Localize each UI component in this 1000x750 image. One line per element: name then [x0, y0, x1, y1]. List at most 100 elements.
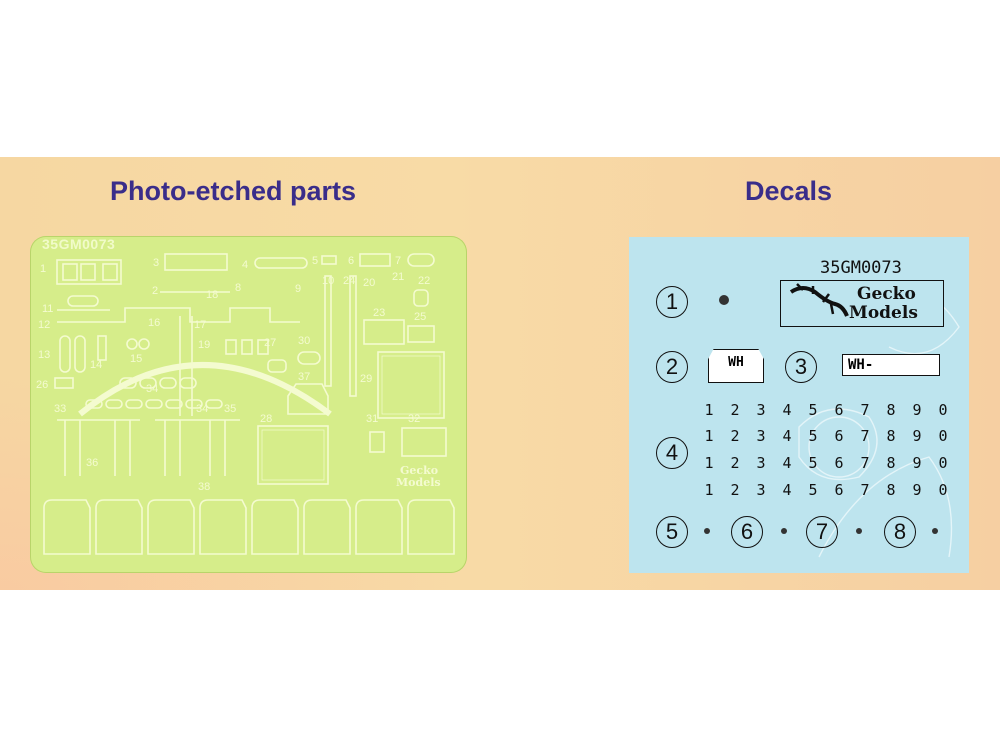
pe-num: 3	[153, 257, 159, 269]
digit: 0	[938, 401, 948, 419]
digit: 9	[912, 401, 922, 419]
photo-etched-sheet: 1 2 3 4 5 6 7 8 9 10 11 12 13 14 15 16 1…	[30, 236, 467, 573]
wh-plate-long: WH-	[842, 354, 940, 376]
marker-6: 6	[731, 516, 763, 548]
digit: 7	[860, 481, 870, 499]
pe-num: 24	[343, 275, 355, 287]
pe-num: 34	[196, 403, 208, 415]
pe-num: 8	[235, 282, 241, 294]
decal-dot-1	[719, 295, 729, 305]
pe-logo-line2: Models	[396, 476, 441, 489]
gecko-icon	[789, 283, 849, 317]
decal-watermark	[704, 290, 960, 558]
digit: 9	[912, 481, 922, 499]
part-6	[359, 253, 391, 267]
pe-num: 25	[414, 311, 426, 323]
pe-num: 30	[298, 335, 310, 347]
digit: 6	[834, 427, 844, 445]
pe-num: 12	[38, 319, 50, 331]
marker-4: 4	[656, 437, 688, 469]
decal-sheet-code: 35GM0073	[820, 258, 902, 278]
pe-num: 9	[295, 283, 301, 295]
marker-7: 7	[806, 516, 838, 548]
pe-num: 21	[392, 271, 404, 283]
digit: 9	[912, 427, 922, 445]
marker-3: 3	[785, 351, 817, 383]
pe-num: 23	[373, 307, 385, 319]
pe-num: 34	[146, 383, 158, 395]
pe-num: 10	[322, 275, 334, 287]
pe-num: 17	[194, 319, 206, 331]
pe-num: 38	[198, 481, 210, 493]
digit: 1	[704, 481, 714, 499]
pe-num: 15	[130, 353, 142, 365]
digit: 8	[886, 454, 896, 472]
digit: 5	[808, 401, 818, 419]
digit: 2	[730, 454, 740, 472]
part-12	[57, 307, 300, 323]
pe-num: 6	[348, 255, 354, 267]
digit: 4	[782, 454, 792, 472]
digit: 0	[938, 454, 948, 472]
pe-num: 2	[152, 285, 158, 297]
pe-num: 16	[148, 317, 160, 329]
marker-5: 5	[656, 516, 688, 548]
digit: 8	[886, 427, 896, 445]
pe-num: 27	[264, 337, 276, 349]
digit: 7	[860, 454, 870, 472]
pe-num: 1	[40, 263, 46, 275]
pe-num: 31	[366, 413, 378, 425]
part-25	[407, 325, 435, 343]
decal-logo-line2: Models	[849, 303, 918, 323]
digit: 2	[730, 481, 740, 499]
part-4	[254, 257, 308, 269]
pe-num: 11	[42, 303, 53, 315]
pe-num: 13	[38, 349, 50, 361]
pe-num: 29	[360, 373, 372, 385]
part-3	[164, 253, 228, 271]
digit: 8	[886, 481, 896, 499]
pe-num: 19	[198, 339, 210, 351]
part-32	[401, 427, 447, 457]
digit: 0	[938, 427, 948, 445]
digit: 5	[808, 427, 818, 445]
pe-sheet-code: 35GM0073	[42, 236, 116, 252]
pe-num: 33	[54, 403, 66, 415]
part-33-arc	[78, 362, 332, 417]
digit: 4	[782, 427, 792, 445]
part-37	[287, 383, 329, 415]
digit: 5	[808, 481, 818, 499]
part-28	[257, 425, 329, 485]
digit: 1	[704, 454, 714, 472]
digit: 9	[912, 454, 922, 472]
marker-1: 1	[656, 286, 688, 318]
digit: 0	[938, 481, 948, 499]
part-7	[407, 253, 435, 267]
pe-num: 26	[36, 379, 48, 391]
digit: 7	[860, 427, 870, 445]
pe-num: 28	[260, 413, 272, 425]
pe-num: 18	[206, 289, 218, 301]
part-23	[363, 319, 405, 345]
digit: 4	[782, 401, 792, 419]
pe-num: 35	[224, 403, 236, 415]
digit: 3	[756, 427, 766, 445]
pe-num: 36	[86, 457, 98, 469]
digit: 2	[730, 427, 740, 445]
digit: 6	[834, 401, 844, 419]
digit: 7	[860, 401, 870, 419]
photo-etched-parts-drawing: 1 2 3 4 5 6 7 8 9 10 11 12 13 14 15 16 1…	[36, 253, 455, 555]
pe-num: 5	[312, 255, 318, 267]
pe-num: 7	[395, 255, 401, 267]
digit: 6	[834, 454, 844, 472]
pe-num: 4	[242, 259, 248, 271]
digit: 6	[834, 481, 844, 499]
decal-logo-line1: Gecko	[857, 284, 916, 304]
decals-title: Decals	[745, 176, 833, 206]
digit: 4	[782, 481, 792, 499]
digit: 3	[756, 401, 766, 419]
pe-num: 14	[90, 359, 102, 371]
decal-sheet: 35GM0073 Gecko Models 1 2 3 4 5 6 7 8 WH…	[629, 237, 969, 573]
pe-num: 37	[298, 371, 310, 383]
photo-etched-title: Photo-etched parts	[110, 176, 357, 206]
